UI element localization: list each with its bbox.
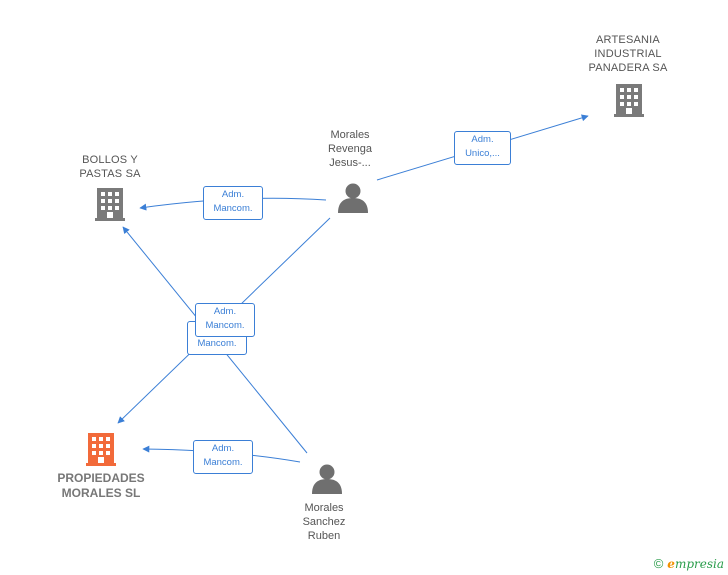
building-icon-highlight: [86, 433, 116, 466]
edge-label-jesus-bollos[interactable]: Adm. Mancom.: [203, 186, 263, 220]
node-label-propiedades[interactable]: PROPIEDADES MORALES SL: [57, 471, 145, 500]
node-label-bollos[interactable]: BOLLOS Y PASTAS SA: [79, 154, 141, 180]
brand-footer: ©empresia: [654, 556, 724, 571]
node-label-jesus[interactable]: Morales Revenga Jesus-...: [327, 129, 373, 169]
building-icon: [614, 84, 644, 117]
person-icon: [312, 464, 342, 494]
copyright-icon: ©: [653, 556, 664, 571]
edge-label-jesus-propiedades[interactable]: Adm. Mancom.: [195, 303, 255, 337]
brand-logo: empresia: [667, 557, 724, 571]
building-icon: [95, 188, 125, 221]
node-label-artesania[interactable]: ARTESANIA INDUSTRIAL PANADERA SA: [588, 34, 668, 74]
edge-label-jesus-artesania[interactable]: Adm. Unico,...: [454, 131, 511, 165]
person-icon: [338, 183, 368, 213]
edge-label-ruben-propiedades[interactable]: Adm. Mancom.: [193, 440, 253, 474]
node-label-ruben[interactable]: Morales Sanchez Ruben: [302, 502, 346, 542]
